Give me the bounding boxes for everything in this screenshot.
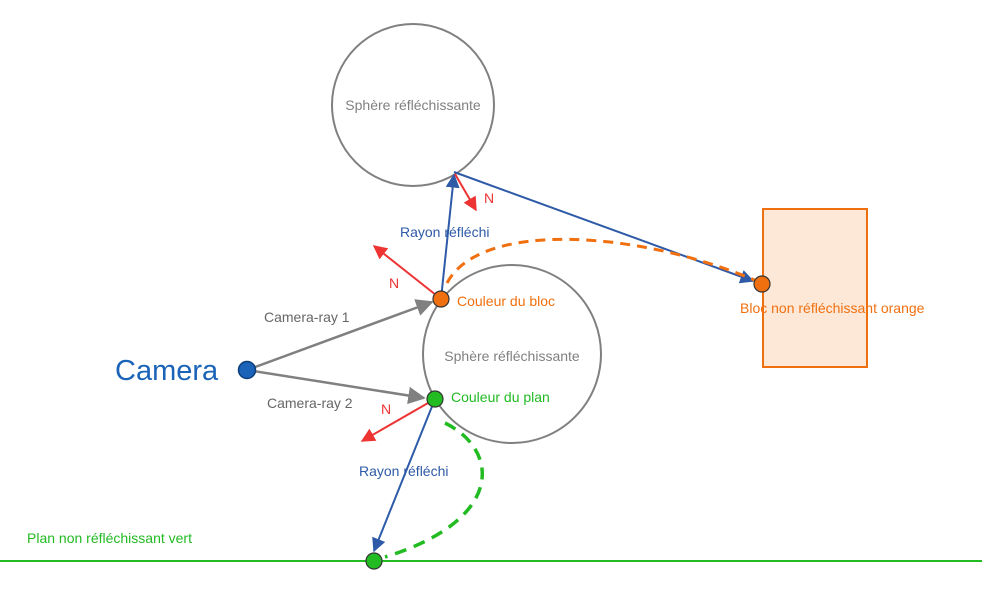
- camera-label: Camera: [115, 355, 219, 387]
- normal-label-3: N: [381, 401, 391, 417]
- camera-ray-1-label: Camera-ray 1: [264, 309, 350, 325]
- plane-hit-point: [365, 552, 383, 570]
- camera-ray-2-label: Camera-ray 2: [267, 395, 353, 411]
- middle-sphere-label: Sphère réfléchissante: [444, 348, 580, 364]
- camera-ray-1: [246, 299, 434, 372]
- block-hit-point: [753, 275, 771, 293]
- plane-color-point: [426, 390, 444, 408]
- green-dashed-curve: [384, 421, 485, 559]
- block-color-label: Couleur du bloc: [457, 293, 555, 309]
- normal-top-sphere: [454, 173, 477, 212]
- green-plane-label: Plan non réfléchissant vert: [27, 530, 192, 546]
- middle-sphere: [422, 264, 602, 444]
- secondary-reflected-ray: [453, 171, 755, 284]
- camera-point: [237, 360, 257, 380]
- reflected-ray-bottom-label: Rayon réfléchi: [359, 463, 449, 479]
- normal-plane-point: [360, 398, 436, 442]
- top-sphere-label: Sphère réfléchissante: [345, 97, 481, 113]
- orange-block-label: Bloc non réfléchissant orange: [740, 300, 925, 316]
- camera-ray-2: [246, 368, 426, 405]
- block-color-point: [432, 290, 450, 308]
- normal-label-2: N: [389, 275, 399, 291]
- top-sphere: [331, 23, 495, 187]
- normal-label-1: N: [484, 190, 494, 206]
- reflected-ray-top: [440, 173, 460, 300]
- orange-dashed-curve: [445, 237, 760, 284]
- reflected-ray-bottom: [372, 398, 436, 553]
- orange-block: [762, 208, 868, 368]
- plane-color-label: Couleur du plan: [451, 389, 550, 405]
- normal-block-point: [372, 245, 442, 300]
- reflected-ray-top-label: Rayon réfléchi: [400, 224, 490, 240]
